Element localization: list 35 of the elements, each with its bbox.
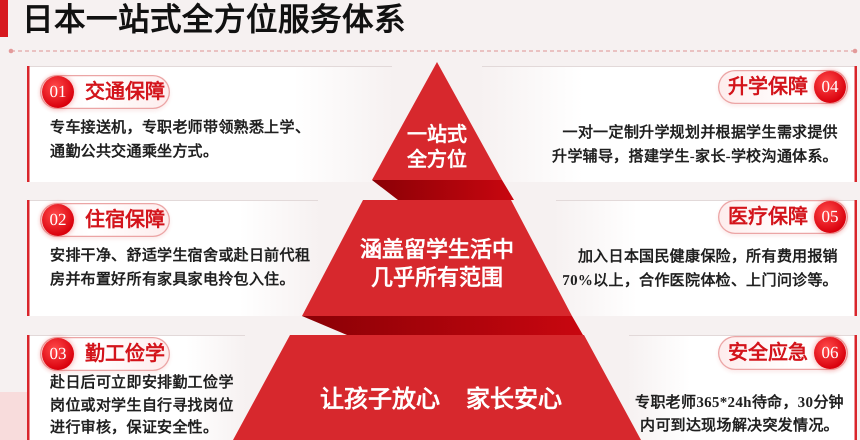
heading-text: 交通保障 — [85, 80, 165, 105]
number-badge: 04 — [814, 71, 846, 103]
tier-label: 一站式全方位 — [406, 122, 468, 172]
number-badge: 06 — [814, 337, 846, 369]
number-badge: 01 — [42, 76, 74, 108]
tier-label: 让孩子放心 — [319, 385, 441, 415]
description: 安排干净、舒适学生宿舍或赴日前代租房并布置好所有家具家电拎包入住。 — [50, 246, 312, 290]
service-card — [556, 200, 857, 316]
heading-pill — [718, 200, 848, 234]
description: 一对一定制升学规划并根据学生需求提供升学辅导，搭建学生-家长-学校沟通体系。 — [551, 123, 838, 167]
number-badge: 03 — [42, 338, 74, 370]
service-card — [27, 335, 245, 440]
heading-text: 勤工俭学 — [85, 342, 165, 367]
heading-pill — [40, 337, 170, 371]
number-badge: 05 — [814, 201, 846, 233]
service-card — [482, 66, 857, 182]
heading-text: 住宿保障 — [85, 208, 165, 233]
service-card — [27, 66, 392, 182]
number-badge: 02 — [42, 204, 74, 236]
heading-pill — [718, 70, 848, 104]
tier-label: 家长安心 — [465, 385, 563, 415]
service-card — [27, 200, 318, 316]
heading-pill — [718, 336, 848, 370]
description: 加入日本国民健康保险，所有费用报销70%以上，合作医院体检、上门问诊等。 — [561, 247, 838, 291]
service-card — [629, 335, 857, 440]
heading-text: 安全应急 — [728, 340, 808, 366]
heading-pill — [40, 75, 170, 109]
description: 赴日后可立即安排勤工俭学岗位或对学生自行寻找岗位进行审核，保证安全性。 — [50, 373, 235, 438]
heading-text: 升学保障 — [728, 74, 808, 100]
title: 日本一站式全方位服务体系 — [22, 1, 406, 37]
heading-text: 医疗保障 — [728, 204, 808, 230]
heading-pill — [40, 203, 170, 237]
tier-label: 涵盖留学生活中几乎所有范围 — [359, 236, 515, 292]
description: 专职老师365*24h待命，30分钟内可到达现场解决突发情况。 — [634, 393, 845, 436]
description: 专车接送机，专职老师带领熟悉上学、通勤公共交通乘坐方式。 — [50, 118, 312, 162]
